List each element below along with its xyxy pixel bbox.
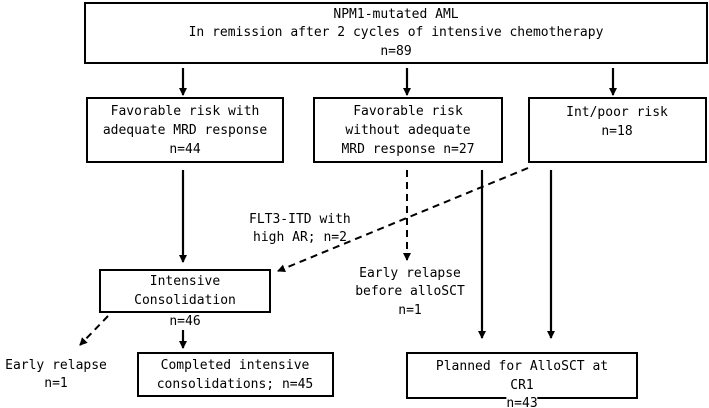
intpoor-count: n=18: [601, 124, 633, 139]
consolidation-count: n=46: [169, 313, 201, 330]
favorable-adequate-count: n=44: [169, 142, 201, 157]
completed-line1: Completed intensive: [160, 358, 310, 373]
favorable-adequate-box: [86, 97, 284, 163]
relapse-left-line1: Early relapse: [5, 358, 107, 373]
allosct-box: [406, 352, 638, 399]
top-box-title: NPM1-mutated AML: [333, 7, 459, 22]
relapse-mid-line2: before alloSCT: [355, 283, 465, 300]
relapse-left-count: n=1: [44, 376, 68, 391]
relapse-mid-line1: Early relapse: [359, 265, 461, 282]
top-box: [84, 2, 708, 64]
allosct-line2: CR1: [510, 378, 534, 393]
relapse-mid-count: n=1: [398, 303, 422, 318]
flt3-label-line1: FLT3-ITD with: [249, 212, 351, 227]
consolidation-box: [99, 269, 271, 313]
favorable-without-line1: Favorable risk: [353, 104, 463, 119]
favorable-without-line2: without adequate: [345, 123, 471, 138]
favorable-without-box: [313, 97, 503, 163]
arrow-intpoor-to-consolidation-dashed: [277, 167, 529, 273]
consolidation-line1: Intensive: [149, 274, 221, 289]
consolidation-line2: Consolidation: [134, 293, 236, 308]
favorable-adequate-line2: adequate MRD response: [102, 123, 268, 138]
intpoor-line1: Int/poor risk: [566, 105, 668, 120]
top-box-count: n=89: [380, 44, 412, 59]
favorable-adequate-line1: Favorable risk with: [110, 104, 260, 119]
completed-box: [137, 352, 334, 397]
arrow-consolidation-to-relapse-dashed: [79, 315, 109, 346]
allosct-count: n=43: [506, 395, 538, 408]
favorable-without-line3: MRD response n=27: [341, 142, 475, 157]
top-box-subtitle: In remission after 2 cycles of intensive…: [188, 25, 604, 40]
completed-line2: consolidations; n=45: [156, 377, 314, 392]
flt3-label-line2: high AR; n=2: [253, 230, 347, 245]
allosct-line1: Planned for AlloSCT at: [435, 359, 609, 374]
intpoor-box: [528, 97, 707, 163]
